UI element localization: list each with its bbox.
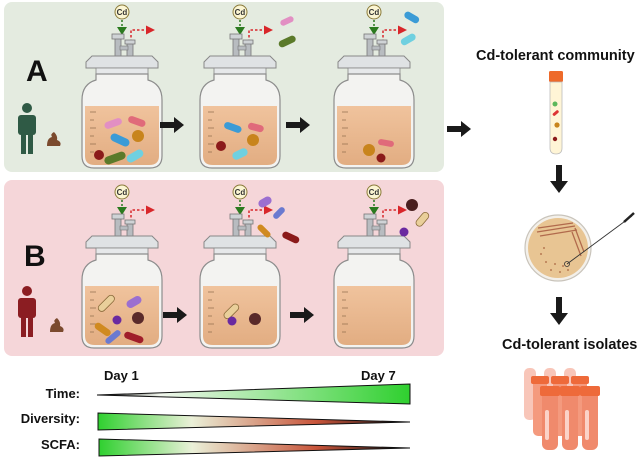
person-icon-b: [18, 286, 36, 337]
diversity-gradient-bar: [97, 412, 411, 431]
reactor-b-mid: [200, 185, 280, 348]
bacteria-b3: [399, 199, 430, 237]
cd-label: Cd: [369, 8, 380, 17]
day-end-label: Day 7: [361, 368, 396, 383]
petri-dish-icon: [524, 212, 635, 282]
bacteria-a2: [216, 16, 296, 160]
cd-labels: Cd Cd Cd Cd Cd Cd: [117, 8, 380, 197]
stool-icon-a: [47, 132, 61, 146]
scfa-label: SCFA:: [41, 437, 80, 452]
stool-icon-b: [50, 318, 64, 332]
community-title: Cd-tolerant community: [476, 48, 635, 64]
bacteria-a1: [94, 116, 146, 165]
arrow-down-icon: [550, 297, 568, 325]
isolate-tubes-icon: [524, 368, 600, 450]
arrow-down-icon: [550, 165, 568, 193]
bacteria-b2: [223, 196, 300, 326]
time-gradient-bar: [96, 383, 411, 405]
reactor-b-day7: [334, 185, 414, 348]
cd-label: Cd: [235, 188, 246, 197]
panel-a-label: A: [26, 55, 48, 88]
bacteria-a3: [363, 11, 420, 163]
isolates-title: Cd-tolerant isolates: [502, 337, 638, 353]
arrow-right-icon: [163, 307, 187, 323]
panel-b-label: B: [24, 240, 46, 273]
arrow-right-icon: [286, 117, 310, 133]
cd-label: Cd: [369, 188, 380, 197]
arrow-right-icon: [290, 307, 314, 323]
reactor-a-mid: [200, 5, 280, 168]
arrow-right-icon: [447, 121, 471, 137]
culture-tube-icon: [549, 71, 563, 155]
reactor-a-day7: [334, 5, 414, 168]
cd-label: Cd: [235, 8, 246, 17]
diversity-label: Diversity:: [20, 411, 80, 426]
time-label: Time:: [45, 386, 80, 401]
day-start-label: Day 1: [104, 368, 139, 383]
scfa-gradient-bar: [98, 438, 411, 457]
reactor-b-day1: [82, 185, 162, 348]
arrow-right-icon: [160, 117, 184, 133]
bacteria-b1: [94, 294, 144, 344]
cd-label: Cd: [117, 188, 128, 197]
person-icon-a: [18, 103, 36, 154]
cd-label: Cd: [117, 8, 128, 17]
